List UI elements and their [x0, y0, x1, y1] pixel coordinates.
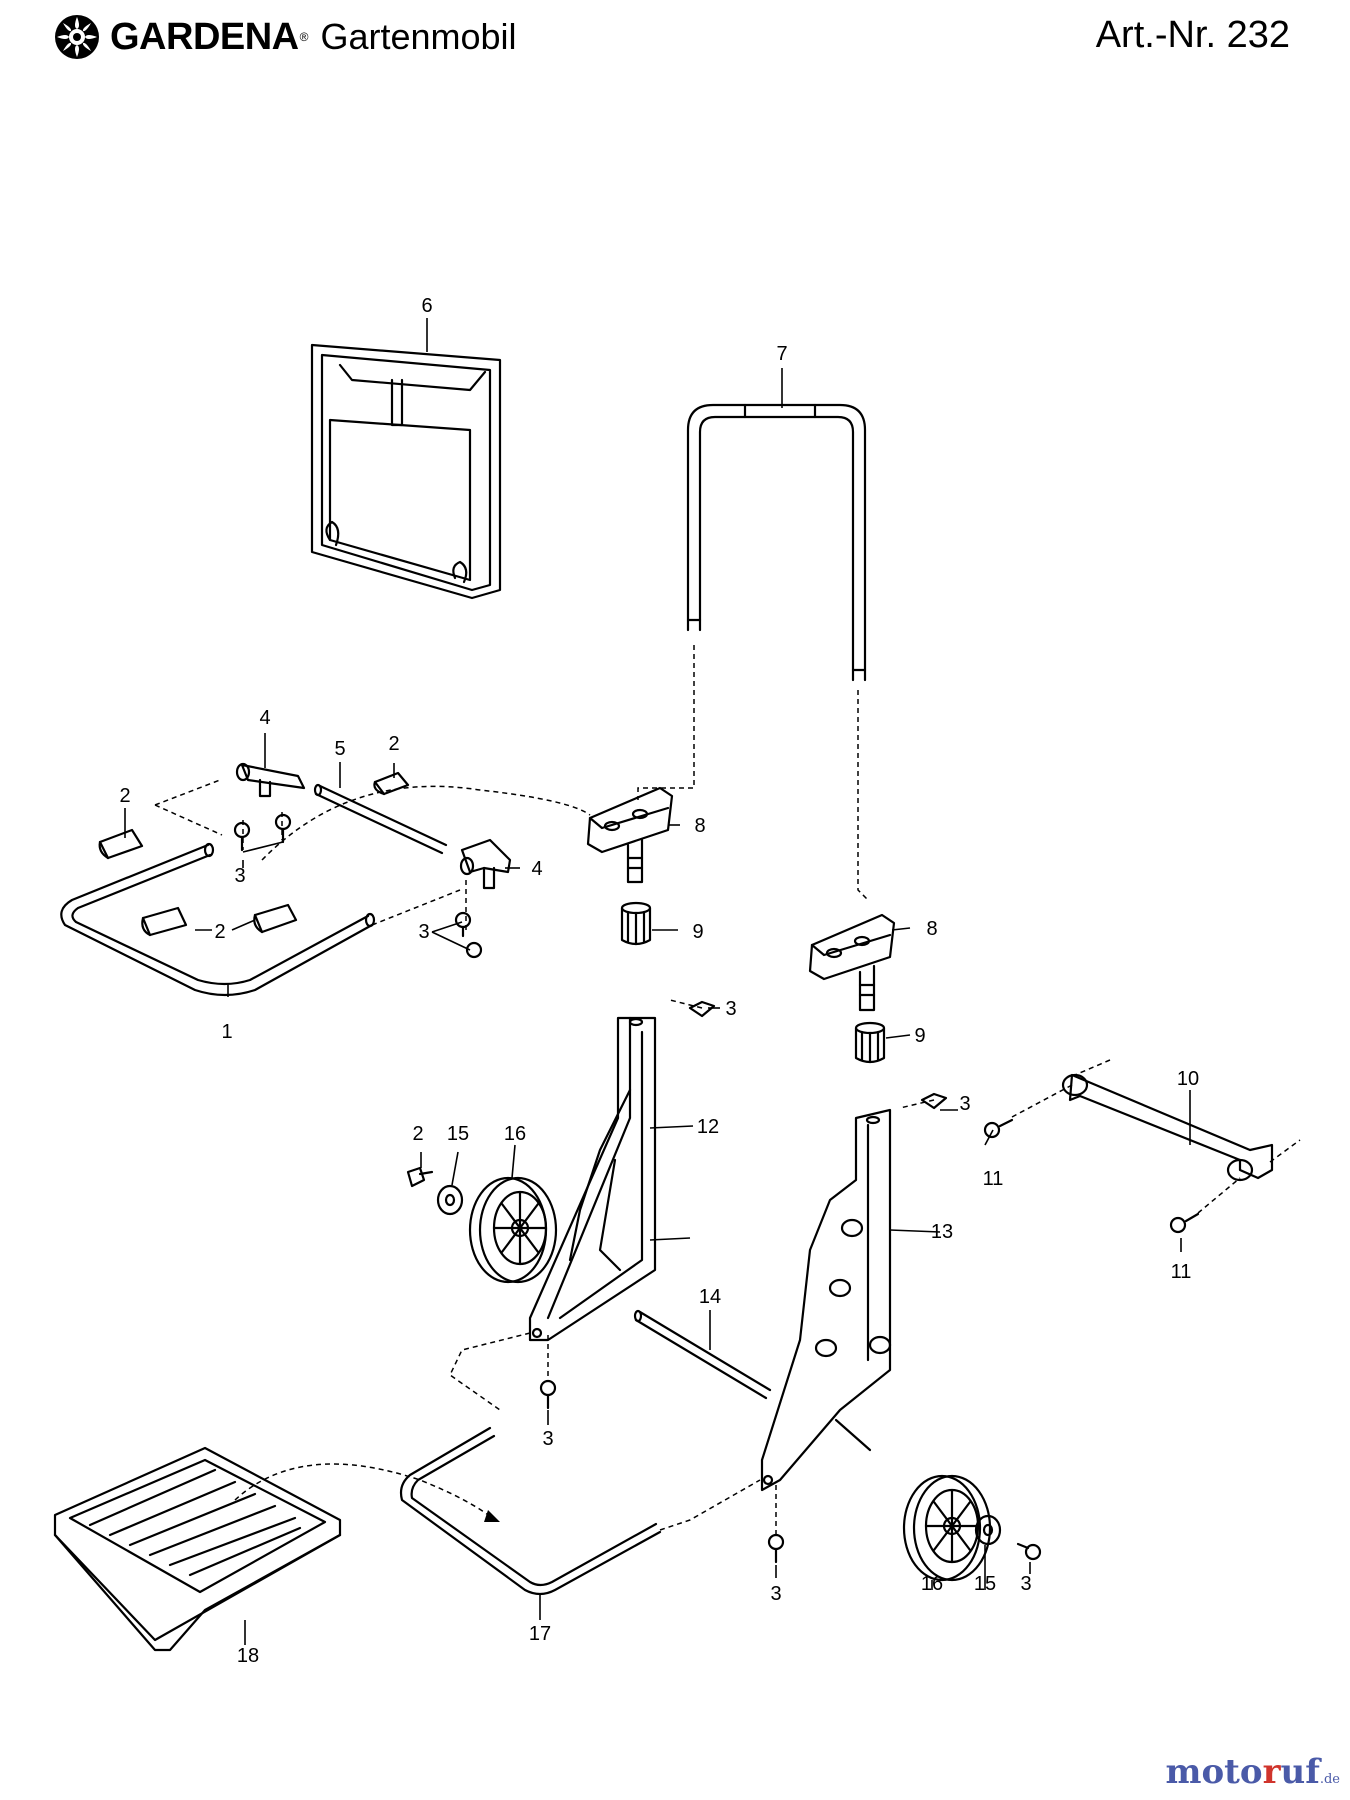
part-9-bushing-lower — [854, 1021, 886, 1064]
dashed-guide-line — [449, 1332, 531, 1411]
part-2-clip-c — [141, 906, 188, 937]
dashed-guide-line — [637, 645, 695, 800]
callout-3: 3 — [1020, 1573, 1031, 1595]
callout-2: 2 — [412, 1123, 423, 1145]
part-17-bottom-frame — [399, 1426, 662, 1596]
part-15-washer-right — [974, 1514, 1002, 1546]
callout-3: 3 — [770, 1583, 781, 1605]
callout-13: 13 — [931, 1221, 953, 1243]
part-13-right-frame — [760, 1108, 892, 1492]
part-12-left-frame — [528, 1016, 657, 1342]
callout-11: 11 — [1171, 1261, 1192, 1283]
dashed-guide-line — [242, 812, 467, 930]
callout-18: 18 — [237, 1645, 259, 1667]
callout-3: 3 — [959, 1093, 970, 1115]
part-16-wheel-right — [902, 1474, 992, 1582]
callout-10: 10 — [1177, 1068, 1199, 1090]
part-18-tray — [53, 1446, 342, 1652]
callout-16: 16 — [921, 1573, 943, 1595]
article-number: Art.-Nr. 232 — [1095, 14, 1290, 56]
product-name: Gartenmobil — [320, 16, 517, 57]
dashed-guide-line — [234, 1463, 496, 1521]
callout-9: 9 — [914, 1025, 925, 1047]
callout-3: 3 — [725, 998, 736, 1020]
callout-8: 8 — [926, 918, 937, 940]
part-3-screws — [233, 813, 1200, 1564]
part-2-clip-a — [98, 828, 144, 860]
part-8-upper-connector — [586, 786, 674, 884]
callout-4: 4 — [259, 707, 270, 729]
brand: GARDENA ® Gartenmobil — [52, 12, 517, 62]
callout-11: 11 — [983, 1168, 1004, 1190]
callout-2: 2 — [388, 733, 399, 755]
part-10-cross-bar — [1061, 1073, 1274, 1182]
part-14-axle — [633, 1309, 772, 1400]
part-7-handle — [686, 403, 867, 682]
callout-15: 15 — [974, 1573, 996, 1595]
callout-1: 1 — [221, 1021, 232, 1043]
dashed-guide-line — [371, 889, 461, 926]
callout-2: 2 — [119, 785, 130, 807]
motoruf-watermark: motoruf.de — [1165, 1752, 1340, 1792]
arrow-head-icon — [484, 1510, 500, 1522]
callout-17: 17 — [529, 1623, 551, 1645]
page-header: GARDENA ® Gartenmobil Art.-Nr. 232 — [0, 0, 1350, 80]
callout-4: 4 — [531, 858, 542, 880]
callout-15: 15 — [447, 1123, 469, 1145]
callout-16: 16 — [504, 1123, 526, 1145]
dashed-guide-line — [659, 1479, 761, 1531]
part-2-screw-e — [406, 1166, 434, 1188]
part-9-bushing-upper — [620, 901, 652, 946]
callout-labels: 1 2 2 2 2 3 3 3 3 3 3 3 4 4 5 6 7 8 8 9 … — [119, 295, 1199, 1667]
callout-3: 3 — [418, 921, 429, 943]
part-16-wheel-left — [468, 1176, 558, 1284]
part-1-front-frame — [60, 842, 376, 997]
callout-7: 7 — [776, 343, 787, 365]
registered-mark: ® — [299, 30, 309, 44]
part-2-clip-b — [373, 771, 410, 796]
part-2-clip-d — [253, 903, 298, 934]
dashed-guide-line — [669, 999, 935, 1109]
part-8-lower-connector — [808, 913, 896, 1012]
part-15-washer-left — [436, 1184, 464, 1216]
part-4-connector-upper — [235, 762, 306, 798]
callout-2: 2 — [214, 921, 225, 943]
part-5-rod — [313, 783, 448, 855]
brand-name: GARDENA — [110, 15, 299, 58]
dashed-guide-line — [154, 779, 223, 836]
callout-14: 14 — [699, 1286, 721, 1308]
dashed-guide-line — [857, 690, 869, 901]
gardena-logo-icon — [55, 15, 99, 59]
dashed-guide-line — [1011, 1059, 1301, 1214]
callout-3: 3 — [542, 1428, 553, 1450]
dashed-guide-line — [261, 785, 591, 861]
callout-3: 3 — [234, 865, 245, 887]
callout-8: 8 — [694, 815, 705, 837]
callout-12: 12 — [697, 1116, 719, 1138]
part-4-connector-lower — [459, 838, 512, 890]
part-6-rear-panel — [310, 343, 502, 600]
callout-6: 6 — [421, 295, 432, 317]
callout-5: 5 — [334, 738, 345, 760]
callout-9: 9 — [692, 921, 703, 943]
